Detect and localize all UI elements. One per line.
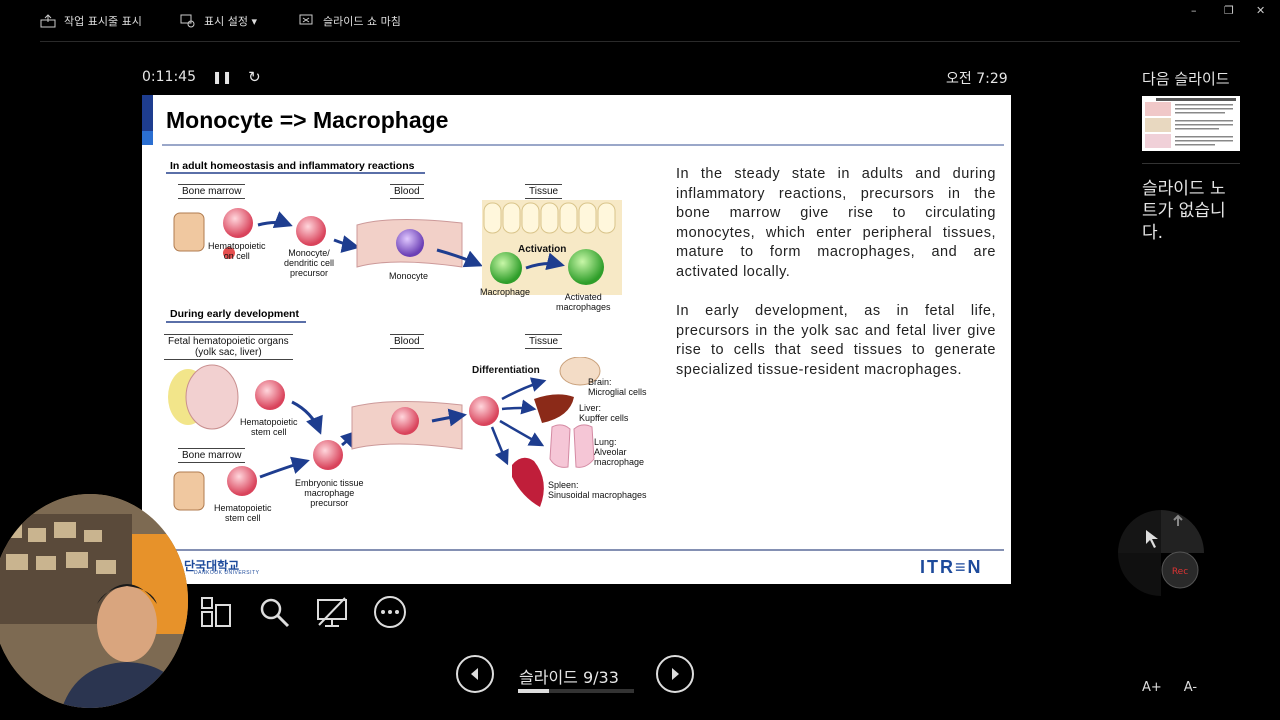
- blood-label-2: Blood: [390, 334, 424, 349]
- bone-marrow-label: Bone marrow: [178, 184, 246, 199]
- brand-logo: ITR≡N: [920, 557, 983, 577]
- slide-navigation: 슬라이드 9/33: [456, 655, 698, 697]
- timer-area: 0:11:45 ❚❚ ↻: [142, 68, 261, 86]
- footer-rule: [152, 549, 1004, 551]
- bone-marrow-label-2: Bone marrow: [178, 448, 246, 463]
- current-slide[interactable]: Monocyte => Macrophage In adult homeosta…: [142, 95, 1011, 584]
- section2-rule: [166, 321, 306, 323]
- previous-icon: [471, 668, 478, 680]
- next-slide-heading: 다음 슬라이드: [1142, 70, 1230, 88]
- next-slide-button[interactable]: [656, 655, 694, 693]
- activation-caption: Activation: [518, 244, 567, 255]
- slide-progress: [518, 689, 634, 693]
- tissue-label-2: Tissue: [525, 334, 563, 349]
- zoom-icon[interactable]: [256, 594, 292, 630]
- presenter-toolbar: 작업 표시줄 표시 표시 설정 ▾ 슬라이드 쇼 마침 – ❐ ✕: [0, 0, 1280, 42]
- display-settings-label: 표시 설정 ▾: [204, 15, 257, 28]
- right-panel-divider: [1142, 163, 1240, 164]
- university-logo-en: DANKOOK UNIVERSITY: [194, 570, 260, 576]
- end-show-label: 슬라이드 쇼 마침: [323, 15, 401, 28]
- slide-accent-bar: [142, 95, 153, 145]
- slide-title: Monocyte => Macrophage: [166, 107, 449, 133]
- blood-label: Blood: [390, 184, 424, 199]
- adult-diagram: [173, 200, 622, 295]
- development-diagram: [168, 357, 601, 511]
- pen-tool-wheel[interactable]: Rec: [1116, 508, 1206, 598]
- brain-caption: Brain:Microglial cells: [588, 377, 647, 397]
- black-screen-icon[interactable]: [314, 594, 350, 630]
- more-options-icon[interactable]: [372, 594, 408, 630]
- tissue-label: Tissue: [525, 184, 563, 199]
- section1-rule: [166, 172, 425, 174]
- elapsed-time: 0:11:45: [142, 69, 196, 85]
- notes-font-controls: A+ A-: [1142, 680, 1197, 695]
- close-button[interactable]: ✕: [1256, 4, 1266, 17]
- end-show-button[interactable]: 슬라이드 쇼 마침: [299, 13, 401, 29]
- spleen-caption: Spleen:Sinusoidal macrophages: [548, 480, 647, 500]
- differentiation-caption: Differentiation: [472, 365, 540, 376]
- pause-icon[interactable]: ❚❚: [211, 70, 233, 84]
- taskbar-icon: [40, 14, 56, 28]
- restore-button[interactable]: ❐: [1224, 4, 1234, 17]
- university-logo: 단국대학교: [184, 559, 240, 573]
- section2-heading: During early development: [170, 308, 299, 320]
- slide-body-text: In the steady state in adults and during…: [676, 165, 996, 400]
- increase-font-button[interactable]: A+: [1142, 680, 1162, 695]
- macrophage-caption: Macrophage: [480, 287, 531, 297]
- see-all-slides-icon[interactable]: [198, 594, 234, 630]
- slide-accent-bar-light: [142, 131, 153, 145]
- show-taskbar-label: 작업 표시줄 표시: [64, 15, 142, 28]
- next-slide-thumbnail[interactable]: [1142, 96, 1240, 151]
- display-settings-icon: [180, 14, 195, 28]
- paragraph-1: In the steady state in adults and during…: [676, 166, 996, 280]
- monocyte-caption: Monocyte: [389, 271, 429, 281]
- decrease-font-button[interactable]: A-: [1183, 680, 1198, 695]
- slide-counter: 슬라이드 9/33: [519, 668, 619, 687]
- current-time: 오전 7:29: [946, 71, 1008, 87]
- reset-timer-icon[interactable]: ↻: [248, 68, 261, 86]
- slide-progress-fill: [518, 689, 550, 693]
- rec-button[interactable]: Rec: [1172, 567, 1188, 577]
- section1-heading: In adult homeostasis and inflammatory re…: [170, 160, 415, 172]
- end-show-icon: [299, 14, 313, 25]
- liver-caption: Liver:Kupffer cells: [579, 403, 629, 423]
- speaker-notes: 슬라이드 노트가 없습니다.: [1142, 179, 1226, 243]
- display-settings-button[interactable]: 표시 설정 ▾: [180, 13, 257, 29]
- minimize-button[interactable]: –: [1191, 4, 1197, 17]
- toolbar-divider: [40, 41, 1240, 42]
- fetal-organs-label: Fetal hematopoietic organs(yolk sac, liv…: [164, 334, 293, 360]
- previous-slide-button[interactable]: [456, 655, 494, 693]
- presenter-webcam: [0, 494, 188, 708]
- presenter-tools: [198, 594, 408, 630]
- paragraph-2: In early development, as in fetal life, …: [676, 303, 996, 378]
- title-rule: [162, 144, 1004, 146]
- show-taskbar-button[interactable]: 작업 표시줄 표시: [40, 13, 142, 29]
- next-icon: [672, 668, 679, 680]
